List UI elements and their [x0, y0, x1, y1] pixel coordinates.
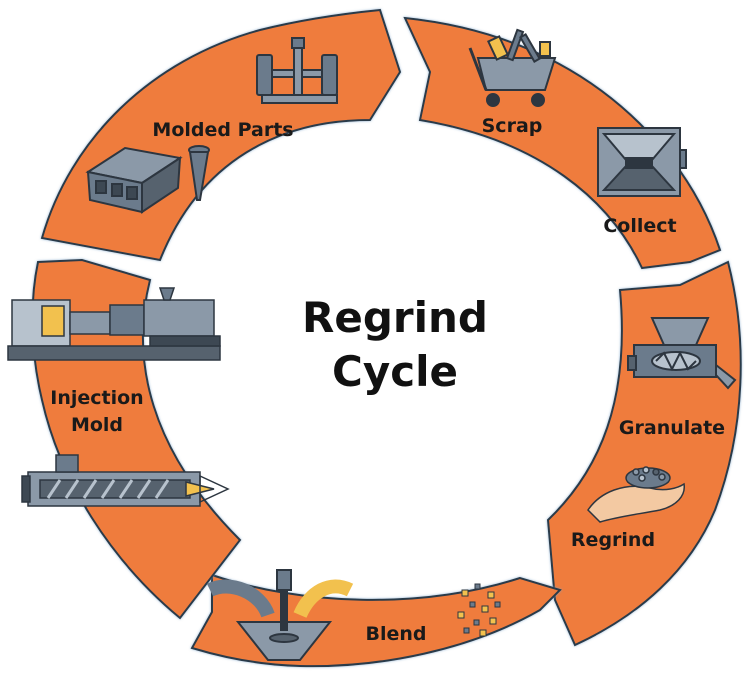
label-injection: Injection	[50, 387, 143, 409]
label-collect: Collect	[603, 215, 676, 237]
cone-part-icon	[188, 145, 210, 201]
screw-barrel-icon	[21, 454, 230, 507]
label-mold: Mold	[71, 414, 123, 436]
label-regrind: Regrind	[571, 529, 655, 551]
regrind-hand-icon	[587, 466, 685, 523]
center-title-line2: Cycle	[332, 347, 458, 396]
blend-mixer-icon	[206, 569, 354, 661]
collect-hopper-icon	[597, 127, 687, 197]
blend-particles-icon	[457, 583, 501, 637]
granulator-icon	[627, 317, 737, 390]
label-granulate: Granulate	[619, 417, 725, 439]
sprue-parts-icon	[256, 37, 338, 104]
scrap-cart-icon	[468, 28, 557, 107]
arc-segment-granulate-regrind	[546, 260, 742, 647]
injection-molding-machine-icon	[7, 287, 221, 361]
center-title-line1: Regrind	[302, 293, 488, 342]
label-blend: Blend	[365, 623, 426, 645]
label-molded-parts: Molded Parts	[152, 119, 293, 141]
crate-icon	[85, 146, 183, 214]
label-scrap: Scrap	[482, 115, 543, 137]
